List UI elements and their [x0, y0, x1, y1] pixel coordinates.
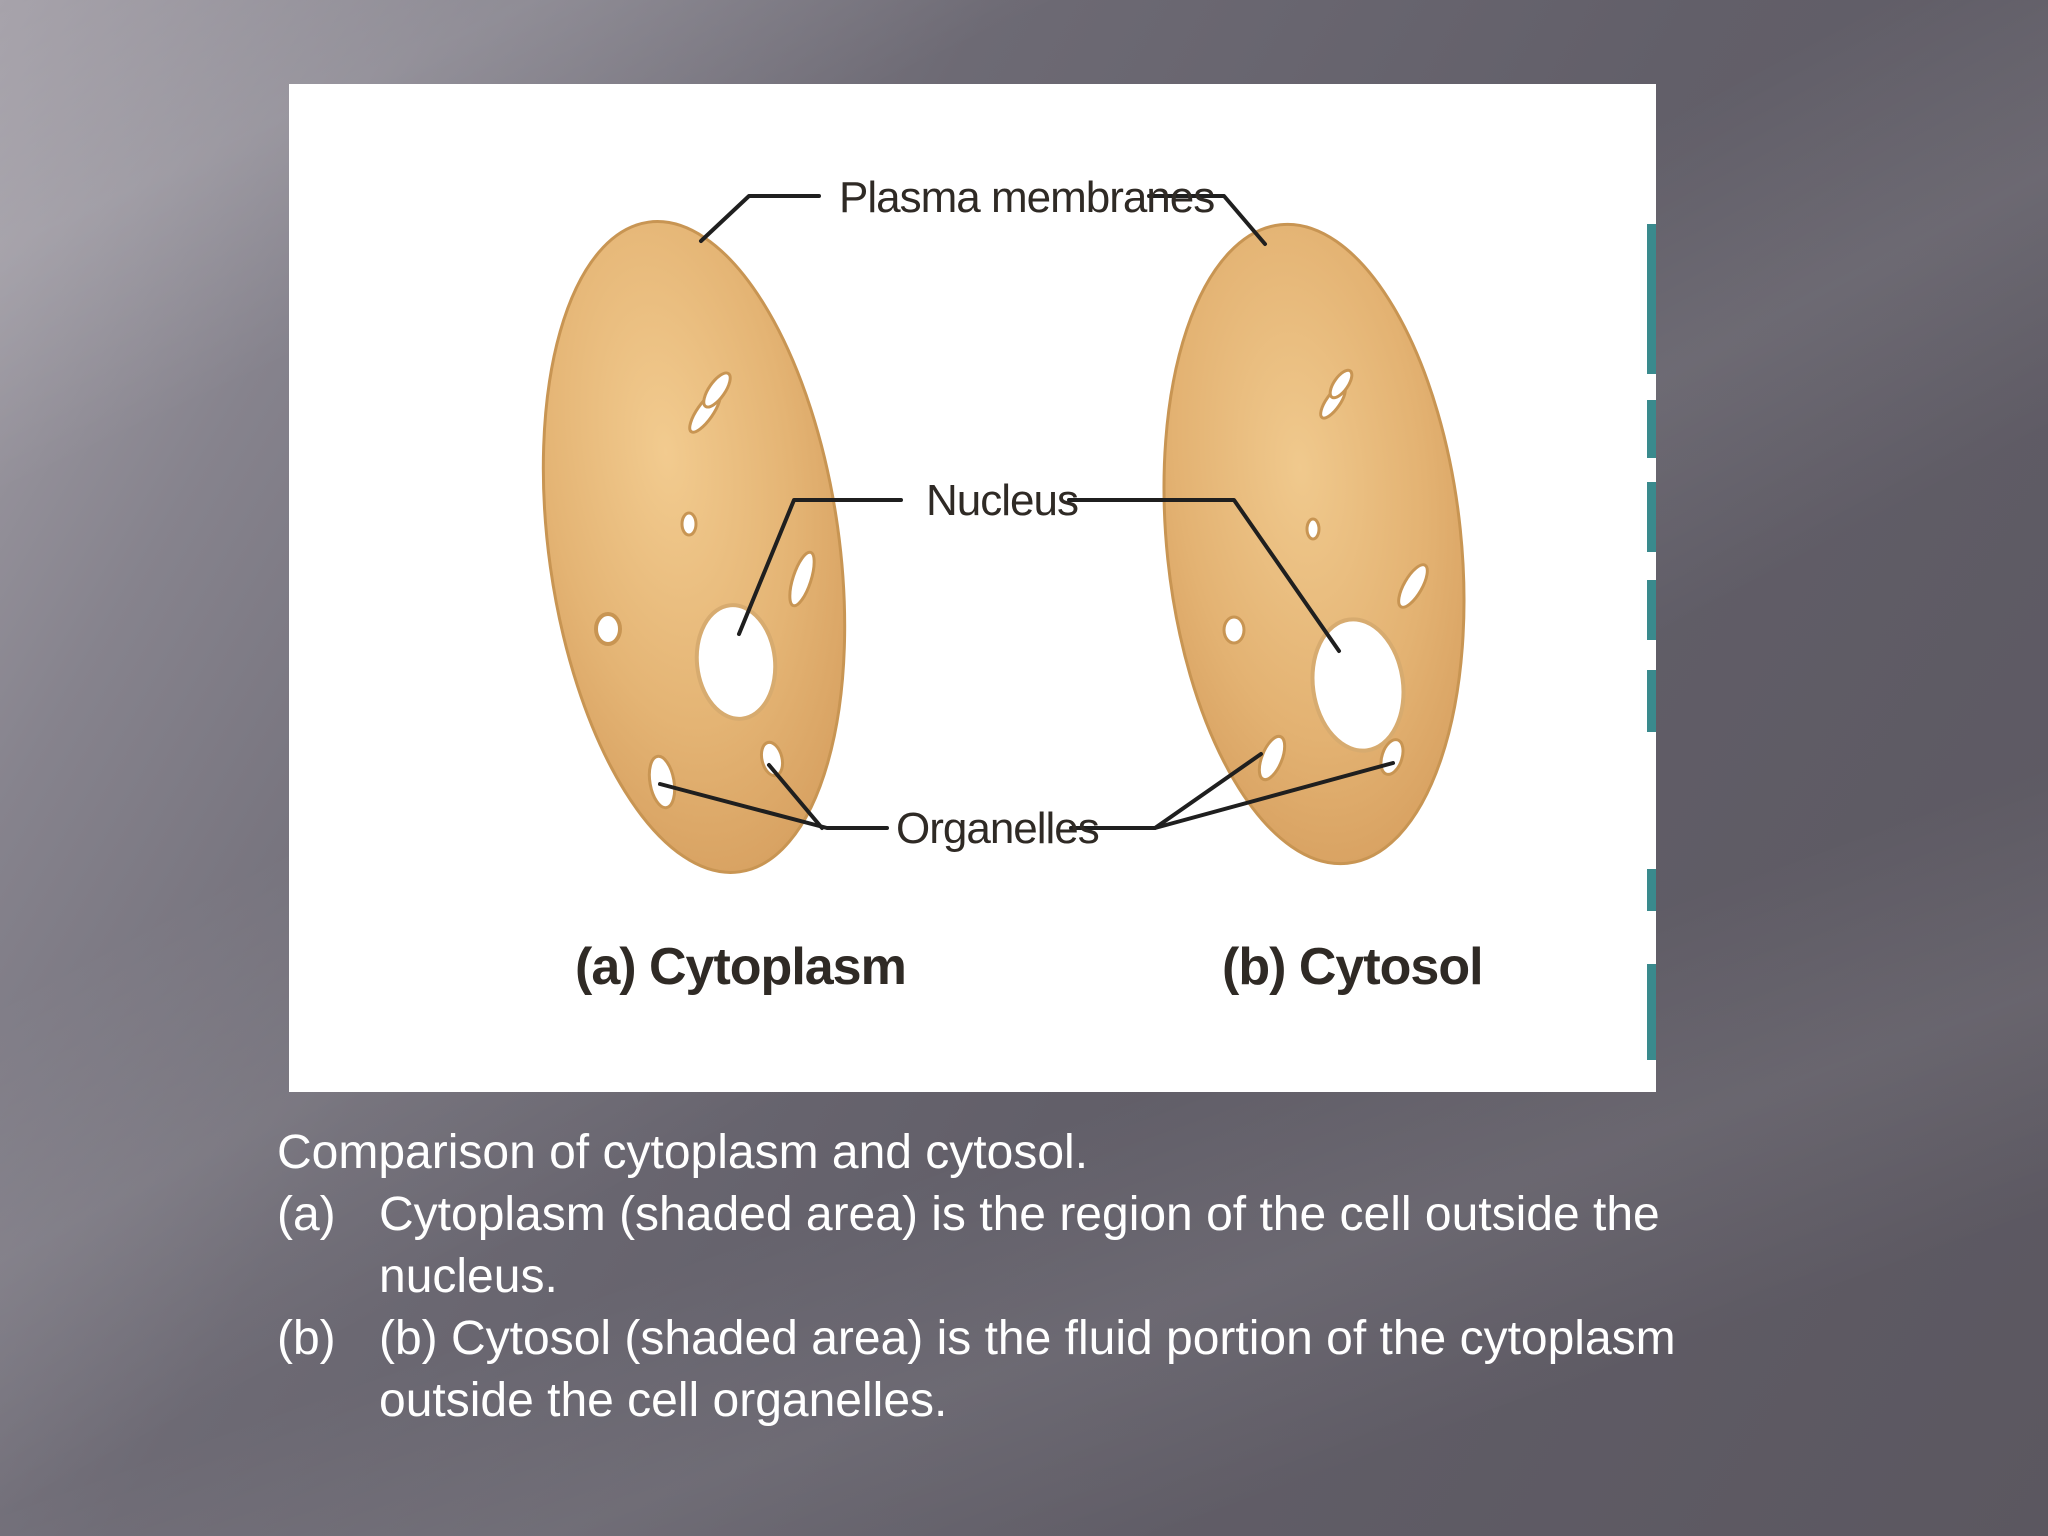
- right-diagram-caption: (b) Cytosol: [1222, 938, 1483, 996]
- caption-item-b: (b) (b) Cytosol (shaded area) is the flu…: [277, 1308, 1697, 1432]
- organelles-label: Organelles: [896, 804, 1099, 853]
- left-cell-membrane: [541, 220, 847, 874]
- cut-edge-marks: [1647, 224, 1656, 1060]
- organelles-right-leader-2: [1153, 761, 1395, 830]
- diagram-labels: Plasma membranes Nucleus Organelles (a) …: [575, 173, 1484, 996]
- right-organelle-right: [1397, 563, 1429, 609]
- plasma-membranes-label: Plasma membranes: [839, 173, 1214, 222]
- leader-lines: [658, 194, 1395, 830]
- left-cell-group: [541, 220, 847, 874]
- slide-caption: Comparison of cytoplasm and cytosol. (a)…: [277, 1122, 1697, 1432]
- left-organelle-ring: [594, 612, 622, 646]
- right-organelle-upper-linked: [1328, 368, 1354, 400]
- caption-item-a: (a) Cytoplasm (shaded area) is the regio…: [277, 1184, 1697, 1308]
- left-organelle-small: [680, 511, 698, 537]
- left-organelles: [594, 371, 816, 810]
- right-cell-membrane: [1162, 222, 1466, 866]
- right-cell-group: [1162, 222, 1466, 866]
- right-organelles: [1222, 368, 1429, 782]
- plasma-membrane-left-leader: [699, 194, 821, 243]
- diagram-image: Plasma membranes Nucleus Organelles (a) …: [289, 84, 1656, 1092]
- cytoplasm-cytosol-diagram: Plasma membranes Nucleus Organelles (a) …: [541, 173, 1656, 1060]
- left-organelle-upper-linked: [702, 371, 732, 409]
- organelles-left-leader-2: [767, 763, 824, 830]
- right-organelle-small: [1305, 517, 1321, 541]
- right-nucleus: [1310, 617, 1406, 753]
- left-diagram-caption: (a) Cytoplasm: [575, 938, 906, 996]
- caption-marker-a: (a): [277, 1188, 336, 1241]
- caption-marker-b: (b): [277, 1312, 336, 1365]
- left-organelle-right: [788, 550, 816, 608]
- nucleus-right-leader: [1067, 498, 1341, 653]
- nucleus-left-leader: [737, 498, 903, 636]
- organelles-left-leader-1: [658, 782, 889, 830]
- caption-text-a: Cytoplasm (shaded area) is the region of…: [379, 1188, 1660, 1303]
- nucleus-label: Nucleus: [926, 476, 1078, 525]
- left-organelle-lower-left: [647, 754, 677, 810]
- plasma-membrane-right-leader: [1147, 194, 1267, 246]
- right-organelle-left: [1222, 615, 1246, 645]
- caption-title: Comparison of cytoplasm and cytosol.: [277, 1126, 1089, 1179]
- left-nucleus: [694, 603, 778, 721]
- caption-text-b: (b) Cytosol (shaded area) is the fluid p…: [379, 1312, 1676, 1427]
